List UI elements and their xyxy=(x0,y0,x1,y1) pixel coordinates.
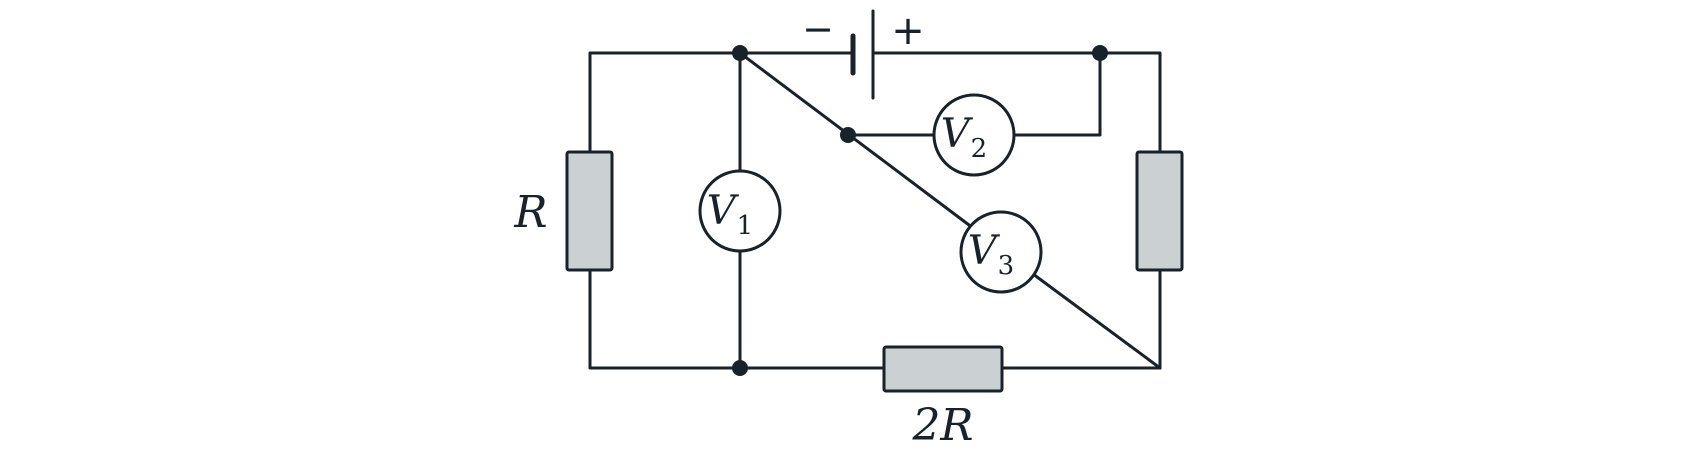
voltmeter-v1-circle xyxy=(698,169,782,253)
voltmeter-v2: V2 xyxy=(932,93,1016,177)
voltmeter-v1-label: V1 xyxy=(707,188,753,241)
resistor-bottom-label: 2R xyxy=(911,400,973,451)
wire-top-right xyxy=(871,51,1162,154)
resistor-left xyxy=(565,150,614,272)
node-top-right xyxy=(1092,45,1108,61)
battery-minus-sign: − xyxy=(802,7,834,51)
wire-v2-right xyxy=(1012,51,1102,137)
node-middle xyxy=(840,127,856,143)
node-bottom-left xyxy=(732,360,748,376)
resistor-bottom xyxy=(882,345,1004,393)
wire-left-lower xyxy=(588,268,742,370)
wire-diagonal-lower xyxy=(1031,272,1162,370)
battery-plus-sign: + xyxy=(891,8,925,54)
node-top-left xyxy=(732,45,748,61)
voltmeter-v3-circle xyxy=(959,210,1043,294)
voltmeter-v2-label: V2 xyxy=(941,111,987,164)
voltmeter-v1: V1 xyxy=(698,169,782,253)
voltmeter-v3-label: V3 xyxy=(968,228,1014,281)
resistor-right xyxy=(1135,150,1184,272)
voltmeter-v2-circle xyxy=(932,93,1016,177)
voltmeter-v3: V3 xyxy=(959,210,1043,294)
resistor-left-label: R xyxy=(513,187,547,238)
battery: − + xyxy=(802,7,925,100)
wire-top-left xyxy=(588,51,742,154)
